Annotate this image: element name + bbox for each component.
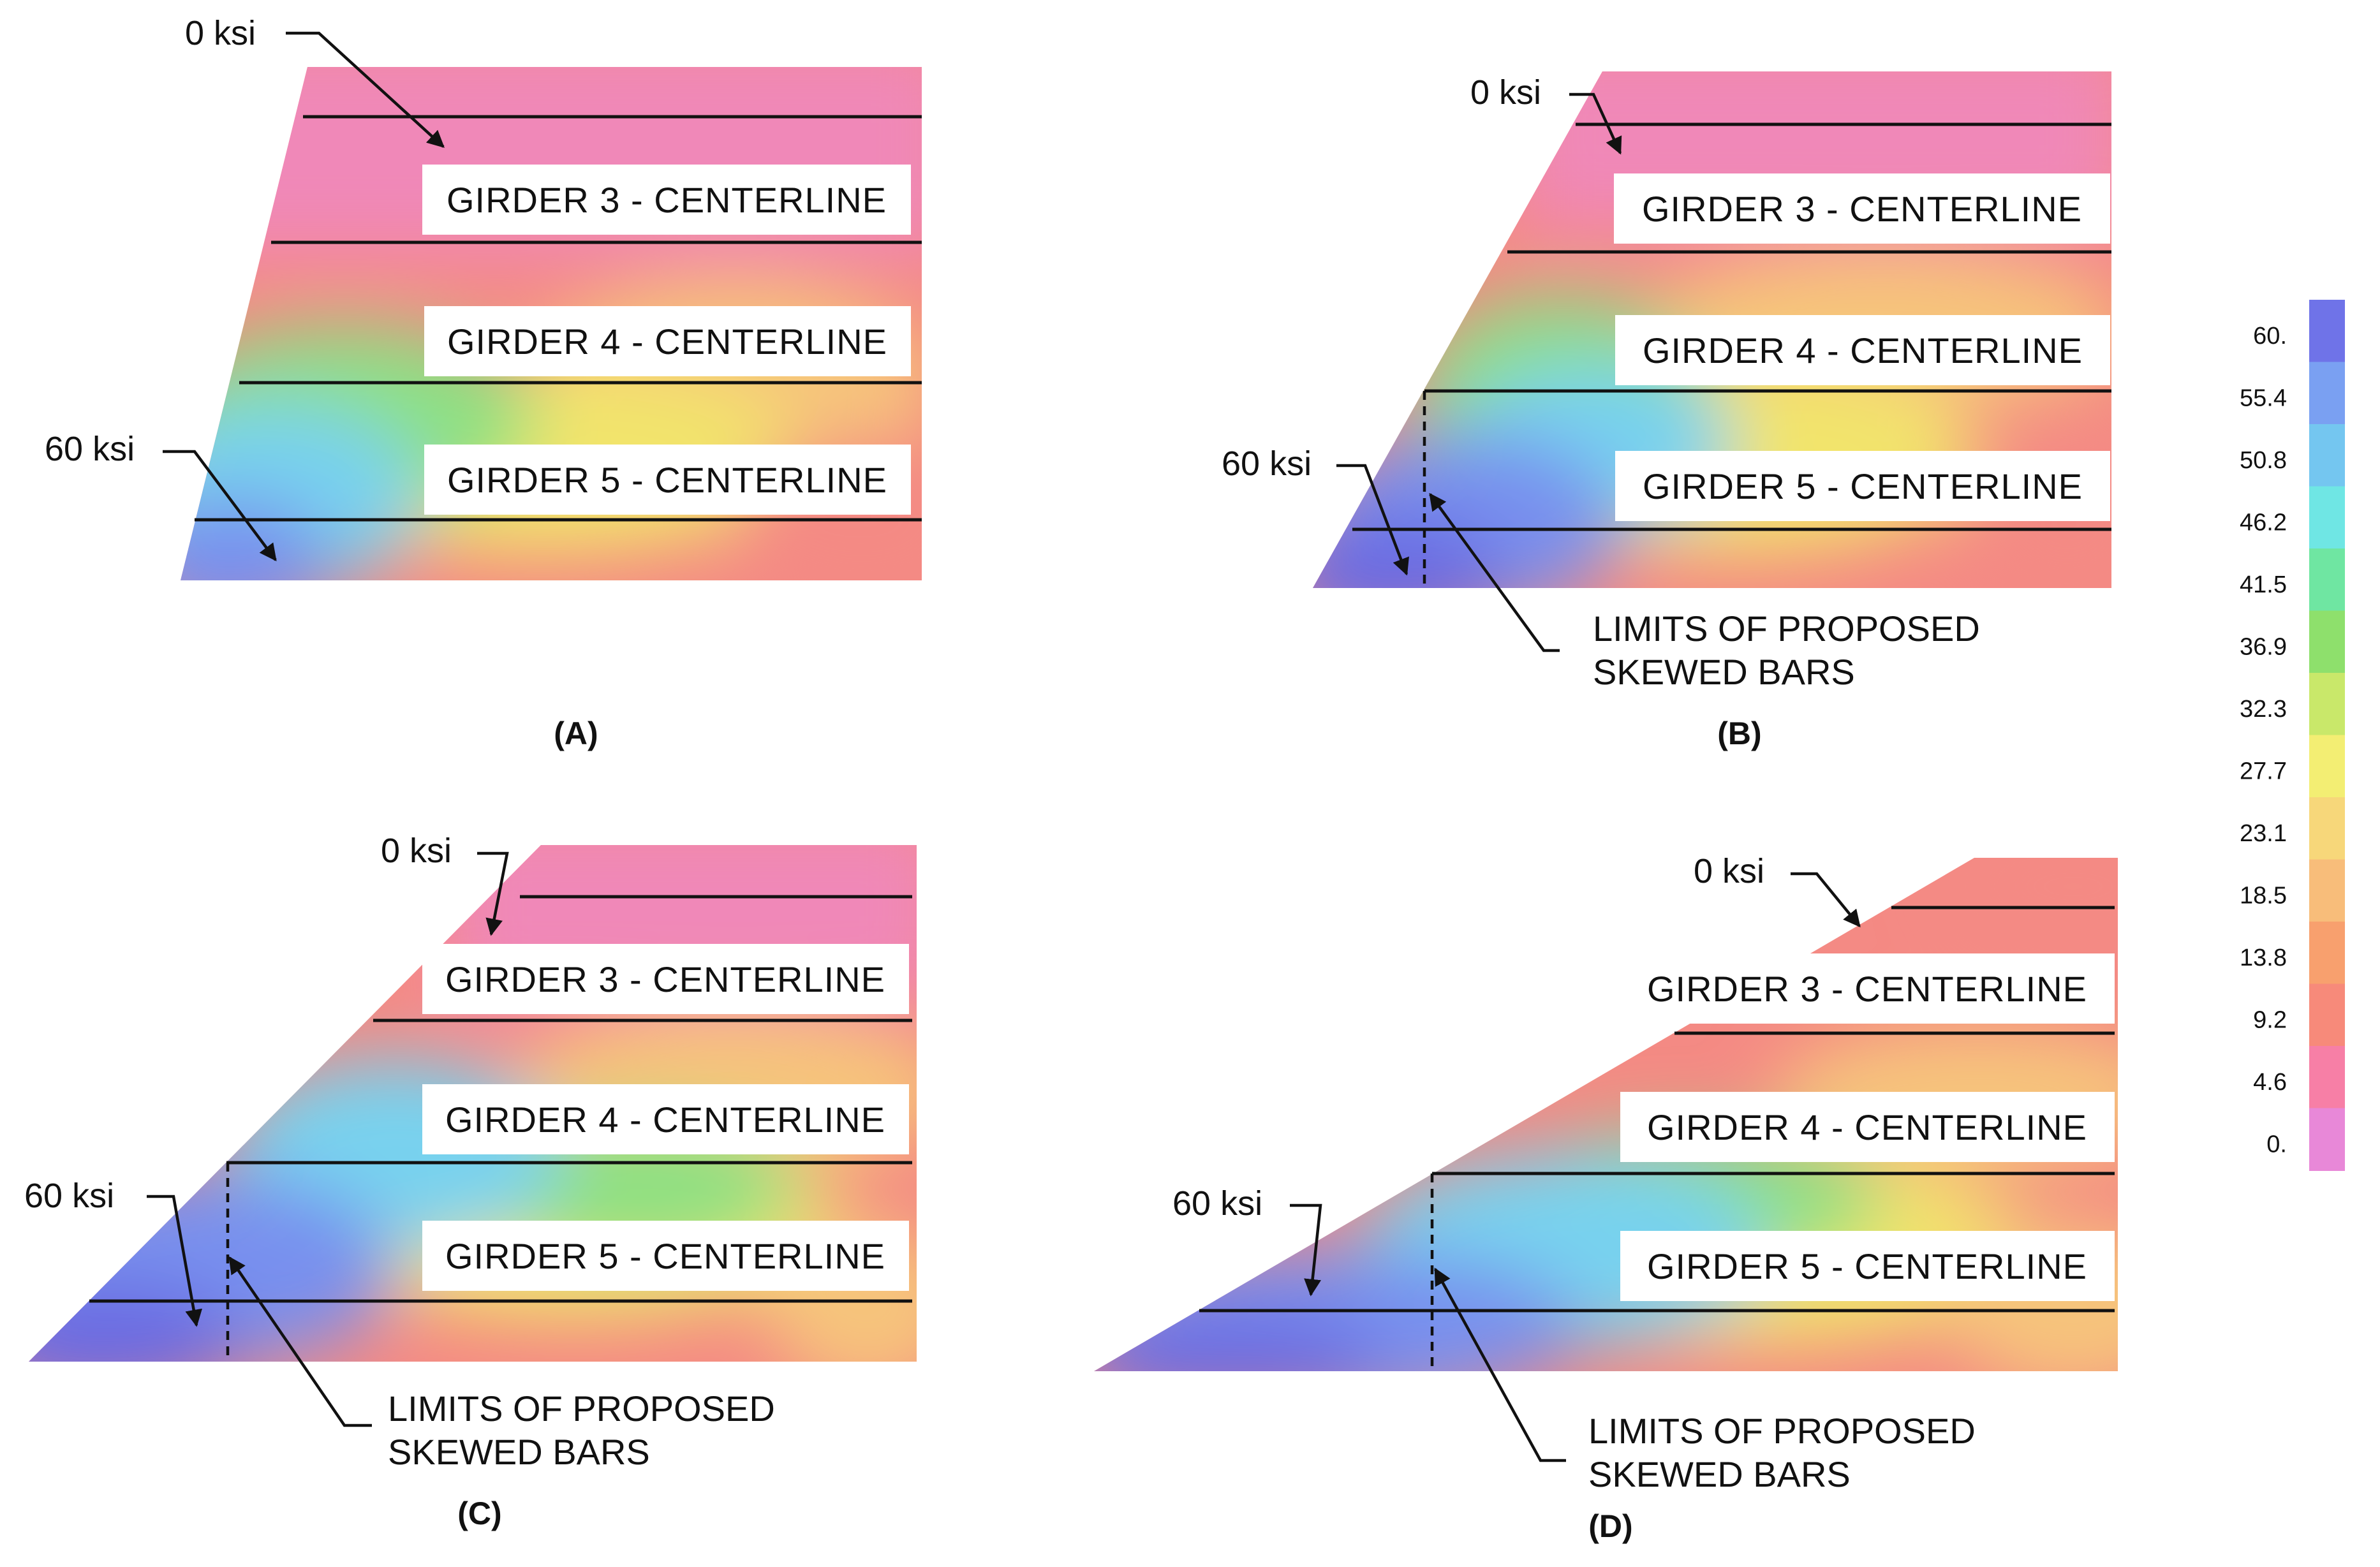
panel-b-limits-line-2: SKEWED BARS	[1593, 652, 1855, 692]
panel-b-girder-4-label: GIRDER 4 - CENTERLINE	[1643, 330, 2083, 371]
legend-band	[2309, 548, 2345, 612]
panel-c-high-stress-arrow	[147, 1195, 203, 1327]
panel-b-girder-3-label-box	[1614, 173, 2110, 244]
legend-band	[2309, 1108, 2345, 1171]
legend-tick-label: 27.7	[2240, 758, 2287, 784]
legend-band	[2309, 300, 2345, 363]
panel-b-high-stress-arrow	[1336, 464, 1409, 576]
panel-d-skewed-bars-arrow	[1434, 1267, 1566, 1462]
panel-c-caption: (C)	[457, 1496, 501, 1531]
panel-c-girder-5-label-box	[422, 1221, 909, 1291]
panel-d-high-stress-arrow	[1290, 1203, 1322, 1297]
legend-band	[2309, 362, 2345, 425]
panel-b-caption: (B)	[1717, 716, 1761, 751]
panel-b-high-stress-label: 60 ksi	[1222, 445, 1312, 483]
panel-b-girder-5-label-box	[1615, 451, 2110, 521]
panel-b-girder-4-label-box	[1615, 315, 2110, 385]
legend-band	[2309, 735, 2345, 798]
legend-color-bands	[2309, 300, 2345, 1171]
legend-tick-label: 41.5	[2240, 571, 2287, 598]
legend-tick-label: 50.8	[2240, 447, 2287, 474]
stress-legend: 60. 55.4 50.8 46.2 41.5 36.9 32.3 27.7 23.1 18.5 1…	[2240, 300, 2345, 1171]
legend-tick-label: 9.2	[2253, 1006, 2287, 1033]
panel-a-low-stress-label: 0 ksi	[185, 14, 256, 52]
legend-band	[2309, 424, 2345, 487]
panel-d: GIRDER 3 - CENTERLINE GIRDER 4 - CENTERL…	[1094, 852, 2118, 1544]
legend-tick-labels: 60. 55.4 50.8 46.2 41.5 36.9 32.3 27.7 23.1 18.5 1…	[2240, 323, 2287, 1158]
panel-c-low-stress-label: 0 ksi	[381, 832, 452, 870]
legend-tick-label: 36.9	[2240, 633, 2287, 660]
panel-c-girder-5-label: GIRDER 5 - CENTERLINE	[445, 1236, 885, 1276]
panel-d-girder-5-label-box	[1620, 1231, 2115, 1301]
panel-c-low-stress-arrow	[477, 851, 509, 936]
legend-band	[2309, 673, 2345, 736]
legend-band	[2309, 859, 2345, 922]
panel-b: GIRDER 3 - CENTERLINE GIRDER 4 - CENTERL…	[1222, 71, 2111, 751]
panel-a-high-stress-label: 60 ksi	[45, 430, 135, 468]
panel-c-high-stress-label: 60 ksi	[24, 1177, 114, 1215]
panel-d-low-stress-label: 0 ksi	[1694, 852, 1764, 890]
legend-tick-label: 13.8	[2240, 945, 2287, 971]
panel-a-girder-3-label: GIRDER 3 - CENTERLINE	[447, 180, 887, 220]
panel-b-girder-3-label: GIRDER 3 - CENTERLINE	[1642, 189, 2082, 229]
panel-a-high-stress-arrow	[163, 450, 277, 562]
panel-b-girder-5-label: GIRDER 5 - CENTERLINE	[1643, 466, 2083, 506]
panel-c-skewed-bars-arrow	[228, 1256, 372, 1427]
panel-d-girder-4-label: GIRDER 4 - CENTERLINE	[1647, 1107, 2087, 1147]
panel-a-girder-5-label: GIRDER 5 - CENTERLINE	[447, 460, 887, 500]
legend-tick-label: 55.4	[2240, 385, 2287, 411]
panel-a: GIRDER 3 - CENTERLINE GIRDER 4 - CENTERL…	[45, 14, 922, 751]
panel-a-caption: (A)	[554, 716, 598, 751]
panel-b-low-stress-arrow	[1569, 92, 1622, 155]
panel-d-girder-4-label-box	[1620, 1092, 2115, 1162]
panel-d-limits-line-1: LIMITS OF PROPOSED	[1588, 1411, 1976, 1451]
legend-band	[2309, 1046, 2345, 1109]
panel-d-high-stress-label: 60 ksi	[1172, 1184, 1262, 1223]
panel-c-limits-line-1: LIMITS OF PROPOSED	[388, 1388, 775, 1429]
panel-d-girder-3-label-box	[1620, 953, 2115, 1024]
legend-band	[2309, 797, 2345, 860]
panel-c-girder-4-label: GIRDER 4 - CENTERLINE	[445, 1100, 885, 1140]
legend-tick-label: 60.	[2253, 323, 2287, 349]
legend-tick-label: 46.2	[2240, 509, 2287, 536]
panel-b-low-stress-label: 0 ksi	[1470, 73, 1541, 112]
panel-a-low-stress-arrow	[286, 31, 445, 148]
panel-a-girder-5-label-box	[424, 445, 911, 515]
panel-a-girder-3-label-box	[422, 165, 911, 235]
panel-c-girder-3-label: GIRDER 3 - CENTERLINE	[445, 959, 885, 999]
legend-tick-label: 0.	[2266, 1131, 2287, 1158]
panel-d-girder-5-label: GIRDER 5 - CENTERLINE	[1647, 1246, 2087, 1286]
panel-c-limits-line-2: SKEWED BARS	[388, 1432, 650, 1472]
panel-c-girder-4-label-box	[422, 1084, 909, 1154]
panel-d-caption: (D)	[1588, 1508, 1632, 1544]
legend-tick-label: 4.6	[2253, 1069, 2287, 1096]
panel-c-girder-3-label-box	[422, 944, 909, 1014]
panel-b-skewed-bars-arrow	[1429, 492, 1560, 652]
legend-band	[2309, 983, 2345, 1047]
legend-tick-label: 32.3	[2240, 696, 2287, 723]
legend-tick-label: 18.5	[2240, 882, 2287, 909]
legend-band	[2309, 486, 2345, 549]
panel-d-low-stress-arrow	[1791, 872, 1861, 928]
legend-band	[2309, 610, 2345, 673]
panel-c: GIRDER 3 - CENTERLINE GIRDER 4 - CENTERL…	[24, 832, 917, 1531]
panel-a-girder-4-label-box	[424, 306, 911, 376]
legend-tick-label: 23.1	[2240, 820, 2287, 847]
panel-a-girder-4-label: GIRDER 4 - CENTERLINE	[447, 321, 887, 362]
panel-d-limits-line-2: SKEWED BARS	[1588, 1454, 1851, 1494]
panel-d-girder-3-label: GIRDER 3 - CENTERLINE	[1647, 969, 2087, 1009]
legend-band	[2309, 922, 2345, 985]
panel-b-limits-line-1: LIMITS OF PROPOSED	[1593, 608, 1980, 649]
